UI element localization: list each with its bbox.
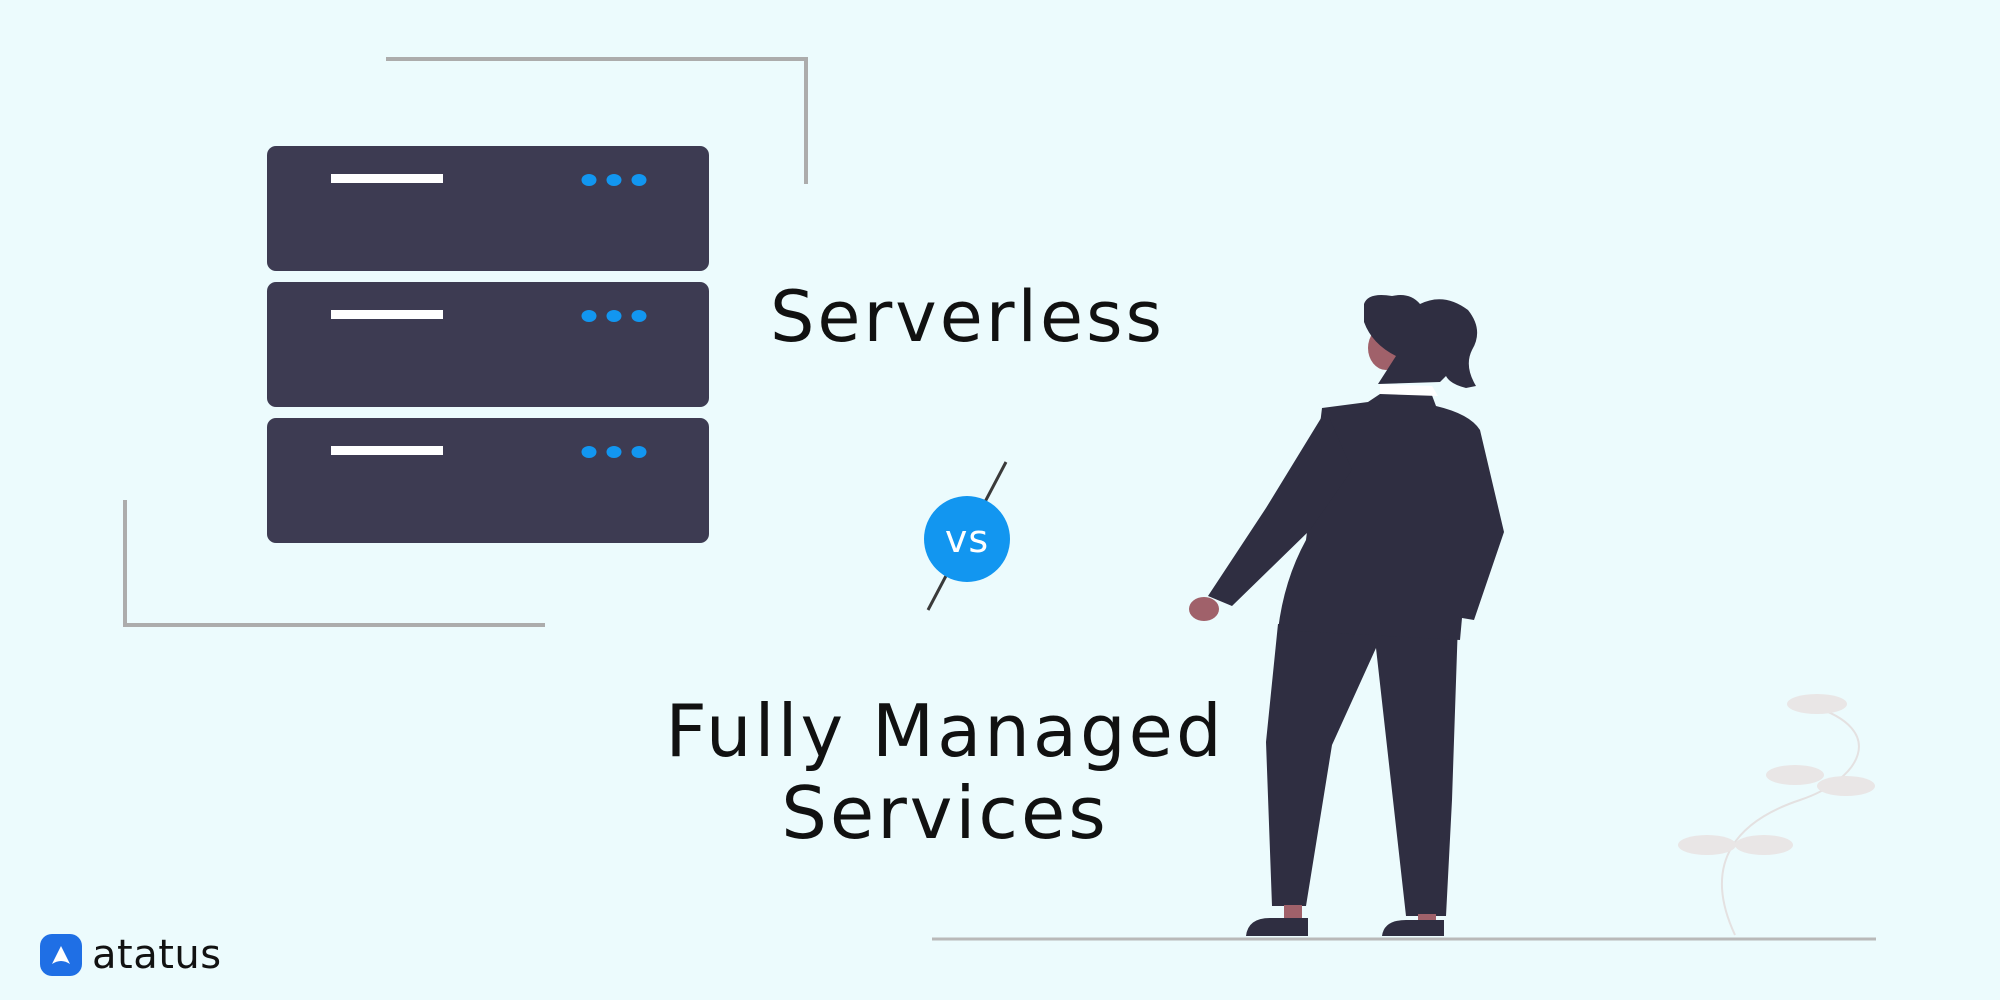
serverless-title: Serverless bbox=[770, 276, 1166, 358]
server-unit bbox=[267, 146, 709, 271]
plant-decoration bbox=[1678, 694, 1875, 936]
server-unit bbox=[267, 418, 709, 543]
brand-logo: atatus bbox=[40, 932, 222, 978]
brand-name: atatus bbox=[92, 932, 222, 978]
bottom-left-bracket bbox=[123, 500, 545, 627]
server-unit bbox=[267, 282, 709, 407]
person-figure bbox=[1189, 295, 1504, 936]
versus-badge: vs bbox=[924, 496, 1010, 582]
top-right-bracket bbox=[386, 57, 808, 184]
fully-managed-services-title: Fully Managed Services bbox=[665, 689, 1225, 855]
server-stack-icon bbox=[267, 146, 709, 543]
atatus-logo-icon bbox=[40, 934, 82, 976]
